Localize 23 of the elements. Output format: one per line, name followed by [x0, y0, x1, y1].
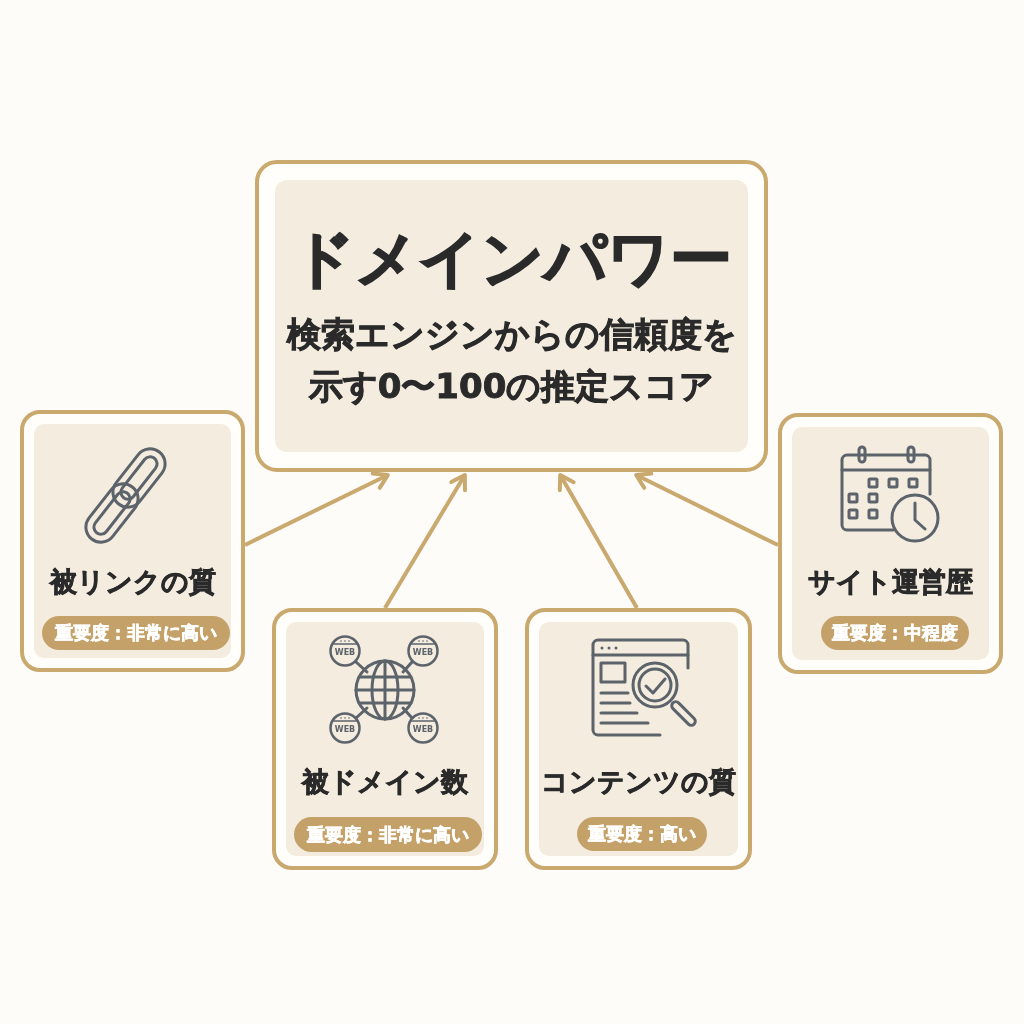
- web-label: WEB: [412, 649, 434, 657]
- card-title: 被ドメイン数: [302, 765, 468, 799]
- card-title: コンテンツの質: [541, 765, 736, 799]
- factor-card: [272, 608, 498, 870]
- importance-pill: 重要度：非常に高い: [42, 616, 230, 650]
- card-title: 被リンクの質: [49, 565, 216, 599]
- main-title: ドメインパワー: [291, 222, 732, 296]
- description-text: 検索エンジンからの信頼度を示す0〜100の推定スコア: [285, 313, 738, 408]
- arrow: [557, 473, 639, 609]
- web-label: WEB: [334, 726, 356, 734]
- factor-card: [778, 413, 1003, 674]
- importance-pill: 重要度：高い: [577, 817, 707, 851]
- importance-pill: 重要度：中程度: [821, 616, 969, 650]
- web-label: WEB: [334, 649, 356, 657]
- web-label: WEB: [412, 726, 434, 734]
- factor-card: [20, 410, 245, 672]
- factor-card: [525, 608, 752, 870]
- arrow: [244, 471, 390, 547]
- arrow: [634, 471, 779, 547]
- main-box: [255, 160, 768, 472]
- arrow: [383, 473, 467, 610]
- importance-pill: 重要度：非常に高い: [294, 817, 482, 852]
- card-title: サイト運営歴: [808, 565, 973, 599]
